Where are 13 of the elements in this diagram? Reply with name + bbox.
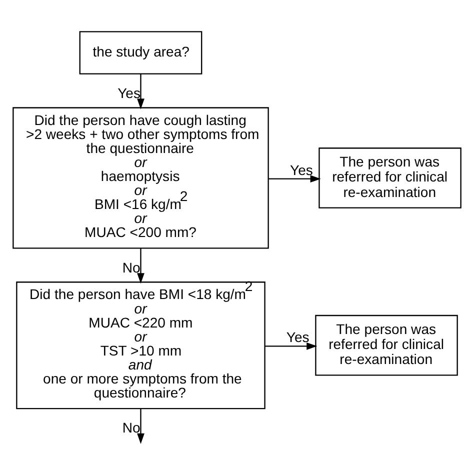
arrow <box>137 408 144 444</box>
edge-label: Yes <box>290 161 313 178</box>
node-box: The person was referred for clinical re-examination <box>318 147 462 208</box>
arrow <box>137 248 144 284</box>
arrow <box>137 74 144 109</box>
edge-label: Yes <box>118 84 140 100</box>
node-box: the study area? <box>79 30 202 74</box>
arrow <box>268 174 321 182</box>
edge-label: Yes <box>286 328 310 345</box>
edge-label: No <box>122 258 140 275</box>
node-box: The person was referred for clinical re-examination <box>315 314 458 376</box>
edge-label: No <box>122 419 140 436</box>
arrow <box>265 342 318 350</box>
